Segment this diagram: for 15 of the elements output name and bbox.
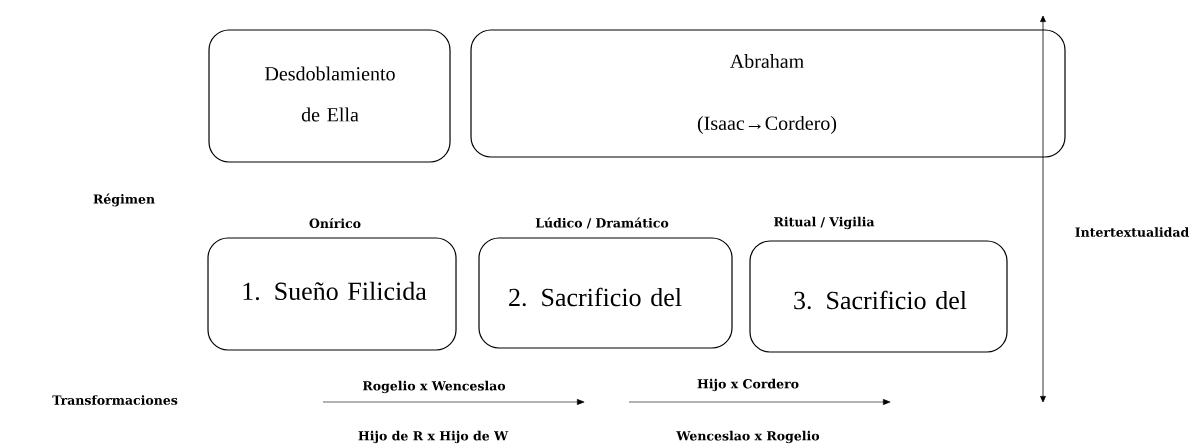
row-label: Transformaciones bbox=[52, 395, 178, 405]
process-box: Onírico 1. Sueño Filicida bbox=[207, 217, 457, 351]
node-label: Ritual / Vigilia bbox=[774, 216, 875, 230]
process-box: Ritual / Vigilia 3. Sacrificio del bbox=[749, 216, 1008, 353]
process-box: Lúdico / Dramático 2. Sacrificio del bbox=[478, 217, 733, 349]
arrow-label: Hijo x Cordero bbox=[697, 378, 799, 392]
arrow-label: Wenceslao x Rogelio bbox=[676, 430, 820, 444]
node-label: Lúdico / Dramático bbox=[535, 217, 669, 229]
process-box: Abraham (Isaac→Cordero) bbox=[470, 29, 1066, 158]
arrow-label: Rogelio x Wenceslao bbox=[362, 380, 506, 394]
row-label: Régimen bbox=[93, 193, 155, 207]
axis-label: Intertextualidad bbox=[1075, 227, 1189, 237]
node-label: Onírico bbox=[309, 217, 361, 229]
arrow-label: Hijo de R x Hijo de W bbox=[358, 430, 509, 444]
process-box: Desdoblamiento de Ella bbox=[208, 29, 451, 163]
